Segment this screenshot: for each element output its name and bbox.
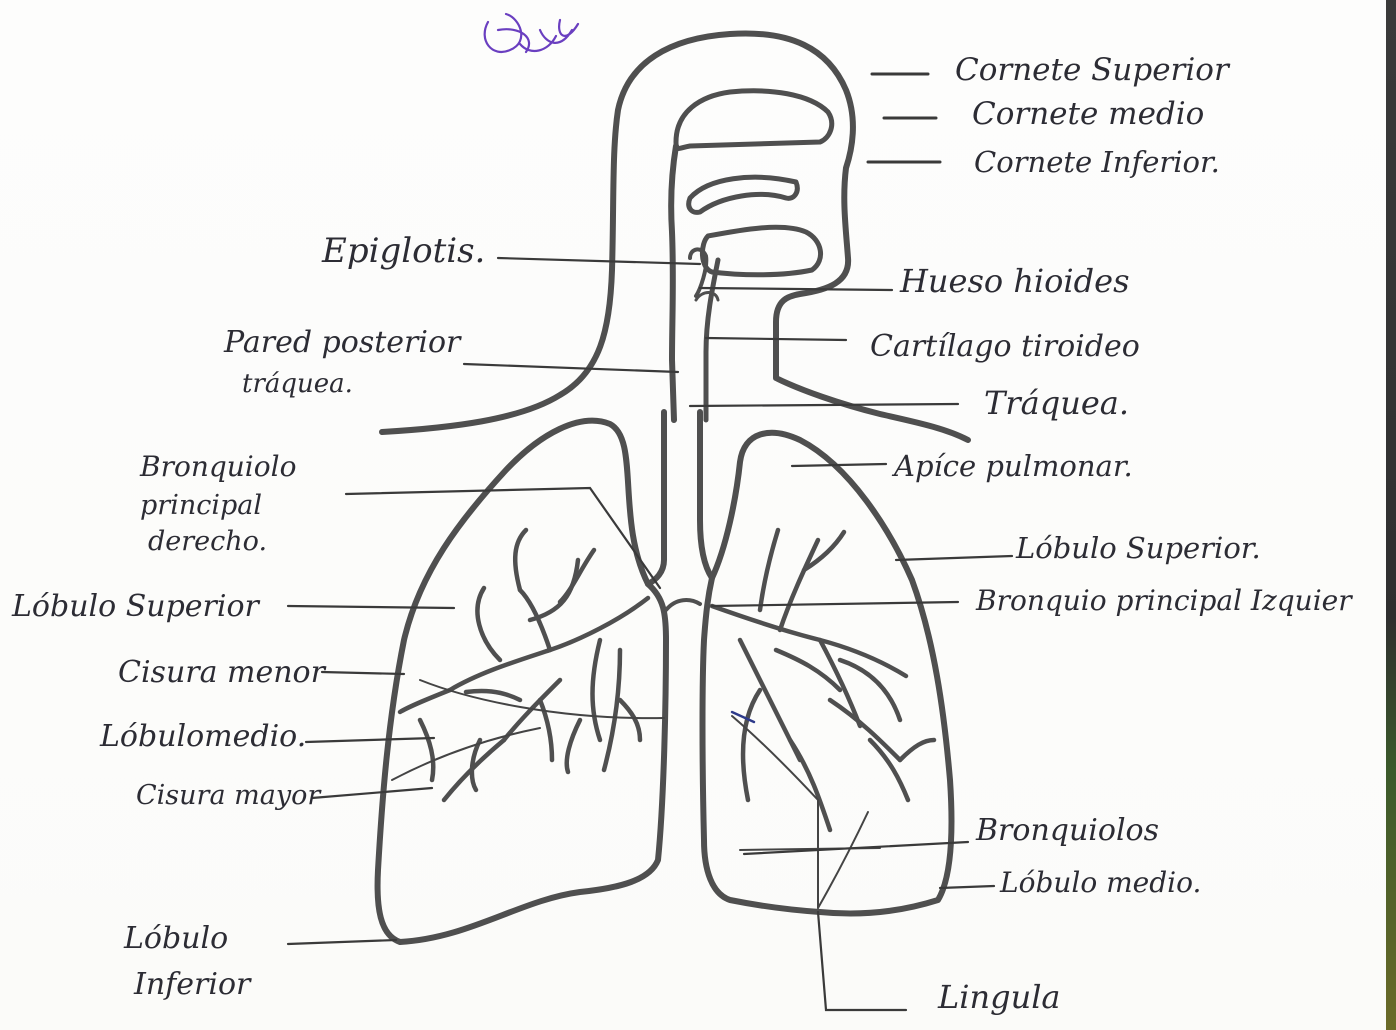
label-bronquiolo-line3: derecho. [148,526,267,557]
label-lobulo-medio-izquierda: Lóbulomedio. [99,719,306,754]
label-bronquiolo-line1: Bronquiolo [139,450,296,483]
label-pared-posterior-line2: tráquea. [242,369,353,399]
label-lobulo-superior-izquierda: Lóbulo Superior [11,589,261,624]
label-cartilago-tiroideo: Cartílago tiroideo [870,329,1140,364]
label-apice-pulmonar: Apíce pulmonar. [891,449,1133,483]
label-lobulo-medio-derecha: Lóbulo medio. [999,866,1201,899]
label-traquea: Tráquea. [984,384,1129,422]
fissure-lines [392,680,880,908]
label-bronquio-principal-izquierdo: Bronquio principal Izquier [975,584,1353,617]
signature-scribble [485,14,578,52]
labels: Cornete Superior Cornete medio Cornete I… [11,52,1353,1016]
label-cisura-menor: Cisura menor [118,655,327,690]
label-cisura-mayor: Cisura mayor [136,780,322,811]
label-lobulo-inferior-line1: Lóbulo [123,921,228,956]
label-lingula: Lingula [937,978,1061,1016]
label-lobulo-inferior-line2: Inferior [133,967,252,1002]
label-epiglotis: Epiglotis. [321,231,485,271]
page-edge [1386,0,1396,1030]
label-pared-posterior-line1: Pared posterior [223,325,462,360]
label-lobulo-superior-derecha: Lóbulo Superior. [1015,531,1261,565]
label-cornete-superior: Cornete Superior [955,52,1231,88]
label-cornete-medio: Cornete medio [972,96,1204,132]
label-cornete-inferior: Cornete Inferior. [974,145,1220,179]
label-bronquiolos: Bronquiolos [975,813,1159,848]
label-hueso-hioides: Hueso hioides [899,262,1130,300]
label-bronquiolo-line2: principal [140,490,262,521]
